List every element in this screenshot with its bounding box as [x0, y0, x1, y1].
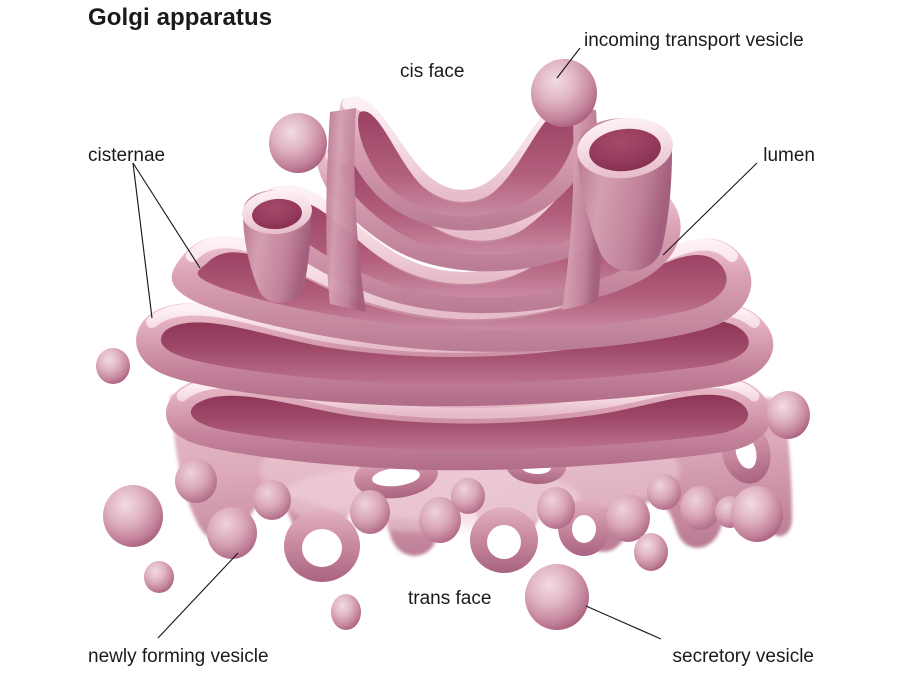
cisterna-5-lumen — [160, 320, 749, 385]
budding-vesicle-b — [253, 480, 291, 520]
leader-lumen — [662, 162, 758, 256]
cisterna-3-lumen — [276, 200, 659, 298]
tube-opening-right — [577, 117, 673, 272]
budding-vesicle-c — [350, 490, 390, 534]
cut-edge-left — [326, 108, 366, 312]
budding-ring-2 — [470, 507, 538, 573]
free-vesicle-left-lower — [144, 561, 174, 593]
cisterna-1 — [339, 96, 597, 231]
cisterna-1-lumen — [358, 111, 575, 217]
budding-vesicle-g — [606, 494, 650, 542]
budding-ring-1 — [284, 510, 360, 582]
leader-cisternae-lower — [132, 162, 153, 319]
budding-vesicle-h — [647, 474, 681, 510]
leader-lines — [132, 47, 758, 640]
leader-newly-forming-vesicle — [157, 552, 239, 639]
incoming-transport-vesicle-shape — [531, 59, 597, 127]
cisterna-4-lumen — [197, 252, 727, 330]
budding-vesicle-j — [175, 459, 217, 503]
free-vesicle-right-upper — [766, 391, 810, 439]
label-trans-face: trans face — [408, 588, 492, 609]
leader-incoming-transport-vesicle — [556, 47, 581, 79]
label-cis-face: cis face — [400, 61, 465, 82]
free-vesicle-right-lower — [731, 486, 783, 542]
free-vesicle-left-mid — [103, 485, 163, 547]
budding-vesicle-e — [451, 478, 485, 514]
cisterna-6-lumen — [190, 394, 749, 451]
tube-right-lumen — [589, 128, 661, 172]
label-incoming-transport-vesicle: incoming transport vesicle — [584, 30, 804, 51]
free-vesicle-bottom-right — [634, 533, 668, 571]
label-lumen: lumen — [763, 145, 815, 166]
secretory-vesicle-shape — [525, 564, 589, 630]
budding-vesicle-i — [680, 486, 720, 530]
label-cisternae: cisternae — [88, 145, 166, 166]
figure-title: Golgi apparatus — [88, 4, 273, 31]
budding-vesicle-f — [537, 487, 575, 529]
label-secretory-vesicle: secretory vesicle — [672, 646, 815, 667]
free-vesicle-bottom-small — [331, 594, 361, 630]
free-vesicle-left-upper — [96, 348, 130, 384]
free-vesicle-group — [96, 59, 810, 630]
budding-vesicle-a — [207, 507, 257, 559]
leader-secretory-vesicle — [585, 605, 662, 640]
label-newly-forming-vesicle: newly forming vesicle — [88, 646, 269, 667]
free-vesicle-cis-left — [269, 113, 327, 173]
tube-opening-left — [242, 189, 312, 303]
leader-cisternae-upper — [132, 162, 201, 269]
budding-vesicle-d — [419, 497, 461, 543]
cisterna-2-lumen — [337, 157, 624, 255]
cisterna-1-rim-highlight — [342, 96, 582, 202]
tube-left-lumen — [252, 198, 302, 230]
